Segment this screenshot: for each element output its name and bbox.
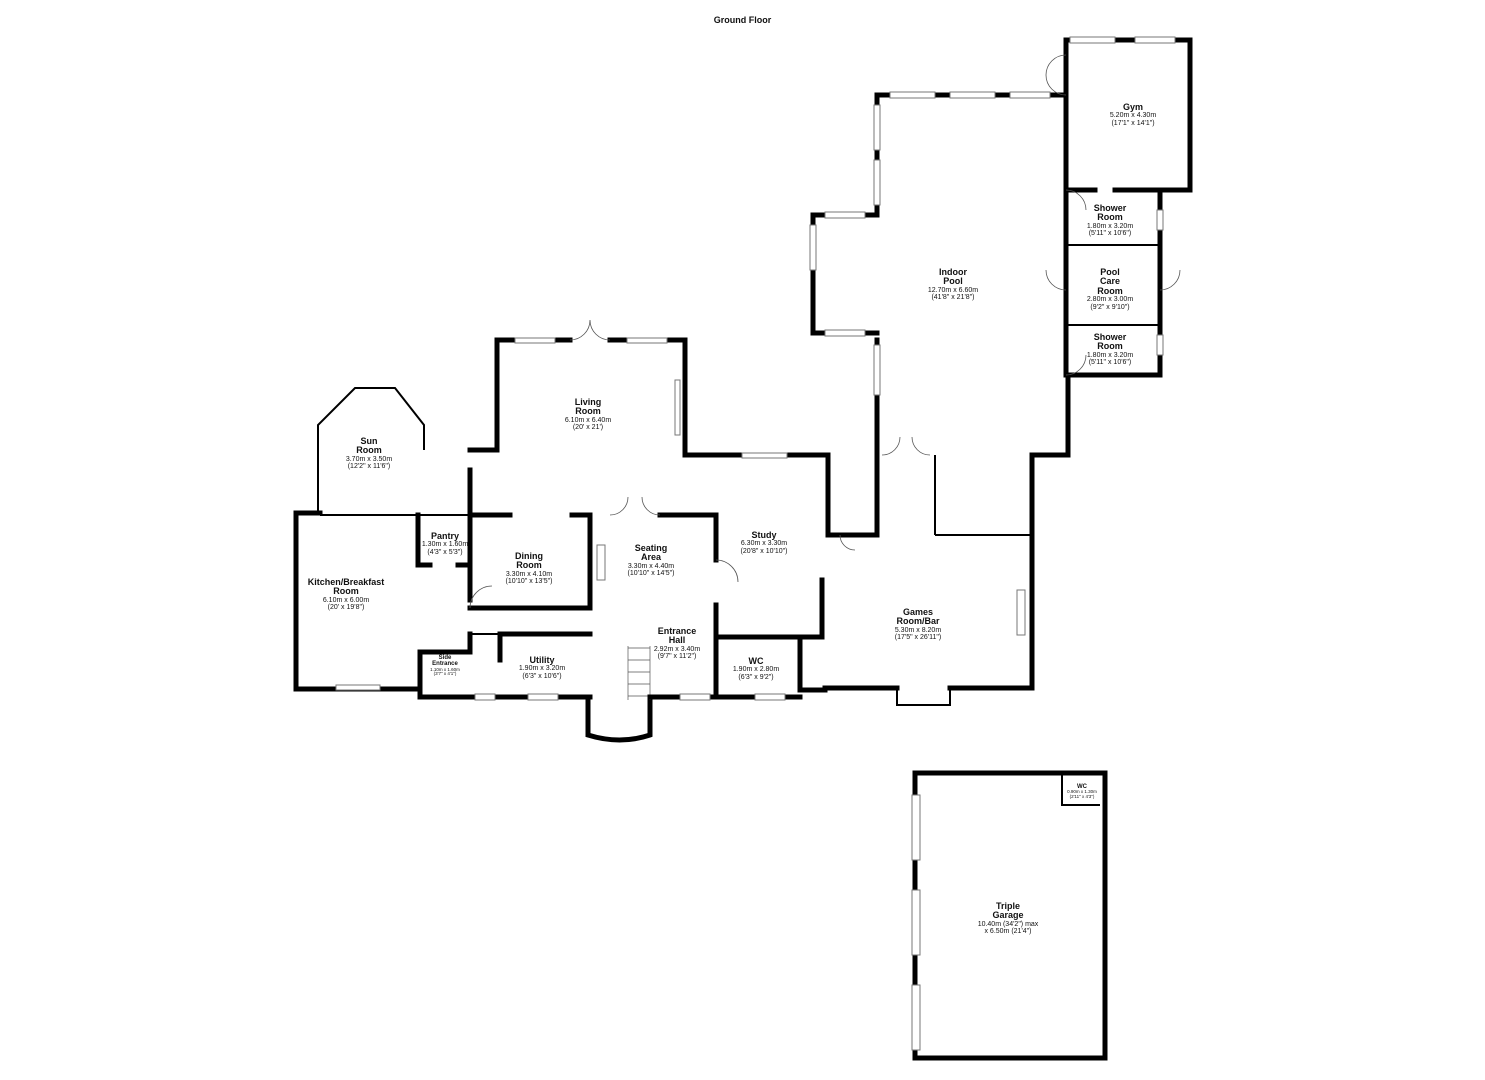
room-metric: 6.30m x 3.30m xyxy=(740,540,788,548)
room-name: Dining Room xyxy=(514,551,543,571)
room-name: Pantry xyxy=(430,531,459,541)
room-name: Entrance Hall xyxy=(657,626,697,646)
room-metric: 5.30m x 8.20m xyxy=(894,626,942,634)
room-imperial: (3'7" x 4'1") xyxy=(433,671,457,677)
room-name: WC xyxy=(1076,784,1087,790)
room-imperial: (20' x 21') xyxy=(572,424,604,432)
room-metric: 6.10m x 6.00m xyxy=(322,596,370,604)
room-imperial: (4'3" x 5'3") xyxy=(427,548,463,556)
room-name: Gym xyxy=(1122,102,1143,112)
room-name: Pool Care Room xyxy=(1097,267,1123,296)
room-imperial: (10'10" x 14'5") xyxy=(627,570,675,578)
room-metric: 1.90m x 2.80m xyxy=(732,666,780,674)
room-name: Shower Room xyxy=(1093,332,1127,352)
room-imperial: (6'3" x 9'2") xyxy=(738,673,774,681)
room-imperial: (5'11" x 10'6") xyxy=(1088,230,1132,238)
room-name: Indoor Pool xyxy=(938,267,967,287)
room-metric: 0.90m x 1.30m xyxy=(1067,789,1097,795)
room-metric: 6.10m x 6.40m xyxy=(564,416,612,424)
room-imperial: (5'11" x 10'6") xyxy=(1088,359,1132,367)
room-name: Games Room/Bar xyxy=(896,607,940,627)
room-metric: 1.80m x 3.20m xyxy=(1086,222,1134,230)
room-imperial: (17'1" x 14'1") xyxy=(1111,119,1155,127)
room-name: Side Entrance xyxy=(432,655,458,668)
room-name: Seating Area xyxy=(634,543,668,563)
room-metric: 12.70m x 6.60m xyxy=(927,286,979,294)
room-metric: 1.80m x 3.20m xyxy=(1086,351,1134,359)
room-metric: 2.80m x 3.00m xyxy=(1086,296,1134,304)
room-name: Living Room xyxy=(574,397,602,417)
room-imperial: (9'2" x 9'10") xyxy=(1090,303,1130,311)
room-name: Utility xyxy=(529,655,555,665)
room-metric: 5.20m x 4.30m xyxy=(1109,112,1157,120)
room-imperial: (6'3" x 10'6") xyxy=(522,672,562,680)
room-name: WC xyxy=(748,656,764,666)
room-imperial: (2'11" x 4'3") xyxy=(1069,794,1095,800)
room-metric: 3.30m x 4.10m xyxy=(505,570,553,578)
room-name: Kitchen/Breakfast Room xyxy=(307,577,385,597)
room-imperial: (10'10" x 13'5") xyxy=(505,578,553,586)
room-imperial: (41'8" x 21'8") xyxy=(931,294,975,302)
room-imperial: (20'8" x 10'10") xyxy=(740,547,788,555)
room-name: Triple Garage xyxy=(992,901,1024,921)
room-name: Study xyxy=(751,530,777,540)
room-imperial: (9'7" x 11'2") xyxy=(657,653,697,661)
room-imperial: (12'2" x 11'6") xyxy=(347,463,391,471)
room-name: Sun Room xyxy=(356,436,382,456)
floor-title: Ground Floor xyxy=(713,15,772,25)
room-imperial: (20' x 19'8") xyxy=(327,604,365,612)
room-metric: 3.30m x 4.40m xyxy=(627,562,675,570)
room-metric: 1.10m x 1.60m xyxy=(430,666,460,672)
room-metric: 1.90m x 3.20m xyxy=(518,665,566,673)
room-name: Shower Room xyxy=(1093,203,1127,223)
room-metric: 10.40m (34'2") max x 6.50m (21'4") xyxy=(977,920,1039,936)
room-metric: 3.70m x 3.50m xyxy=(345,455,393,463)
room-metric: 1.30m x 1.60m xyxy=(421,541,469,549)
room-imperial: (17'5" x 26'11") xyxy=(894,634,942,642)
room-metric: 2.92m x 3.40m xyxy=(653,645,701,653)
